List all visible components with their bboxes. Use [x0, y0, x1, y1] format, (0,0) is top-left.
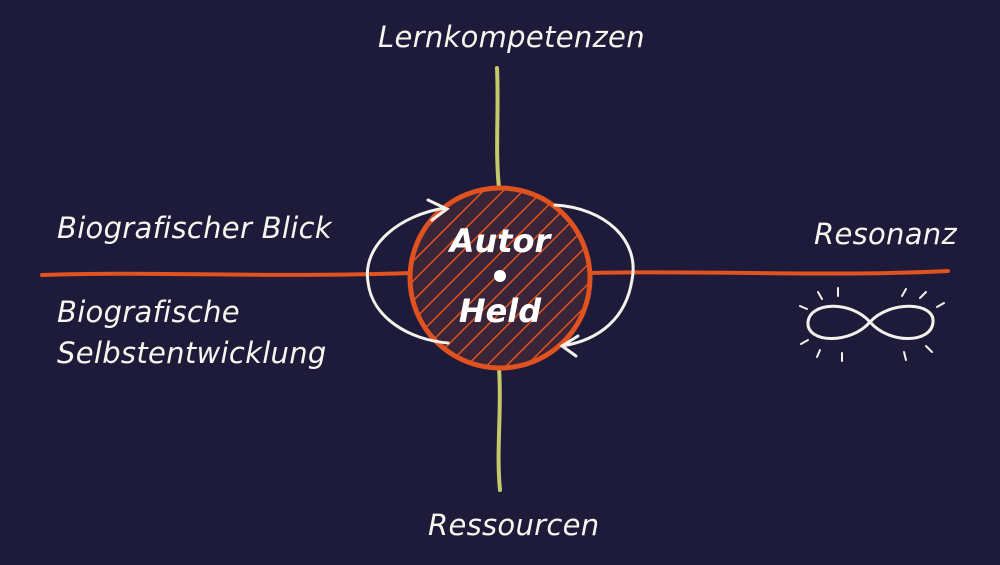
label-right-resonanz: Resonanz [814, 217, 957, 251]
vertical-axis-top [495, 66, 501, 190]
left-arrowhead [426, 198, 450, 222]
center-dot [494, 270, 506, 282]
label-left-biografische: Biografische [57, 295, 240, 329]
vertical-axis-bottom [496, 366, 502, 492]
infinity-icon [799, 287, 945, 362]
left-cycle-arrow [365, 206, 450, 345]
horizontal-axis-left [40, 271, 414, 277]
center-label-autor: Autor [449, 222, 551, 260]
label-bottom-ressourcen: Ressourcen [428, 508, 600, 542]
label-top-lernkompetenzen: Lernkompetenzen [378, 20, 645, 54]
center-label-held: Held [458, 292, 542, 330]
label-left-selbstentwicklung: Selbstentwicklung [57, 336, 327, 370]
cycle-arrows [365, 198, 635, 358]
horizontal-axis-right [588, 269, 950, 276]
right-arrowhead [559, 334, 580, 358]
label-left-biografischer-blick: Biografischer Blick [57, 211, 332, 245]
right-cycle-arrow [553, 203, 635, 348]
